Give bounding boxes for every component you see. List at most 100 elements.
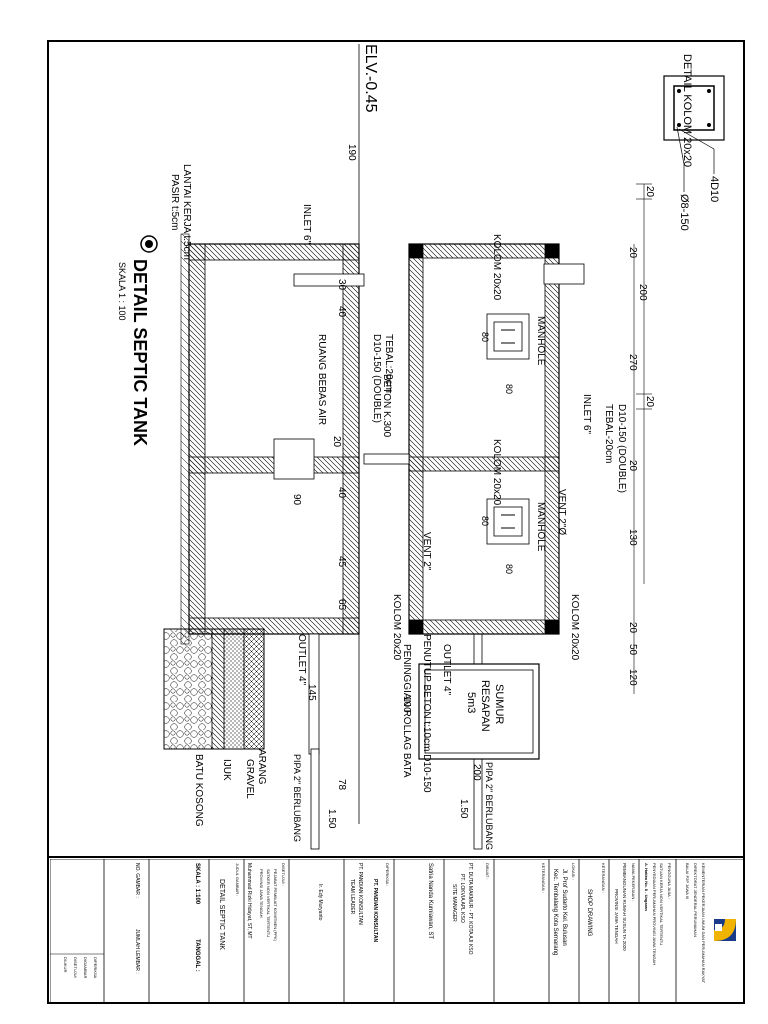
batu-label: BATU KOSONG xyxy=(193,754,204,827)
dim-section-40-b: 40 xyxy=(336,487,347,499)
check-1-label: DIPERIKSA xyxy=(93,957,98,979)
org-line-2: DIREKTORAT JENDERAL PERUMAHAN xyxy=(693,863,698,937)
title-block-divider xyxy=(47,856,745,858)
pengawas-line-1: PT. PANDIAN KONSULTAN xyxy=(357,863,363,925)
dim-plan-270: 270 xyxy=(627,354,638,371)
dim-manhole-80-c: 80 xyxy=(480,516,490,526)
sumur-line-3: 5m3 xyxy=(465,692,477,713)
no-gambar-label: NO. GAMBAR : xyxy=(134,863,140,898)
sumur-line-1: SUMUR xyxy=(493,684,505,724)
kontraktor-line-2: PT. LOKVIA APL KSO xyxy=(459,874,465,923)
lokasi-label: LOKASI : xyxy=(571,863,576,880)
dim-manhole-80-a: 80 xyxy=(480,332,490,342)
penutup-label: PENUTUP BETON t:10cm D10-150 xyxy=(421,634,432,793)
vent-section-label: VENT 2" xyxy=(421,532,432,571)
inlet-section-label: INLET 6" xyxy=(301,204,312,244)
ket-value: SHOP DRAWING xyxy=(586,889,592,937)
check-3-label: DISETUJUI xyxy=(73,957,78,978)
check-2-label: DIGAMBAR xyxy=(83,957,88,978)
site-manager-label: SITE MANAGER xyxy=(451,884,457,922)
detail-kolom: DETAIL KOLOM 20x20 4D10 Ø8-150 xyxy=(663,54,725,231)
elevation-label: ELV.-0.45 xyxy=(362,44,379,113)
arang-label: ARANG xyxy=(256,749,267,785)
diperiksa-label: DIPERIKSA : xyxy=(385,863,390,886)
pipa-plan-length: 1.50 xyxy=(458,799,469,819)
dim-section-20: 20 xyxy=(331,436,342,448)
pipa-plan-label: PIPA 2" BERLUBANG xyxy=(484,762,494,850)
ppk-line-3: PROVINSI JAWA TENGAH xyxy=(259,869,264,918)
skala-label: SKALA : 1:100 xyxy=(194,863,200,905)
org-line-1: KEMENTERIAN PEKERJAAN UMUM DAN PERUMAHAN… xyxy=(701,863,706,984)
peninggian-label: PENINGGIAN ROLLAG BATA xyxy=(401,644,412,778)
dim-plan-130: 130 xyxy=(627,529,638,546)
dibuat-label: DIBUAT : xyxy=(485,863,490,880)
section-title-text: DETAIL SEPTIC TANK xyxy=(130,259,150,446)
plan-top-dimensions: 20 200 20 xyxy=(636,183,655,584)
pengawas-line-2: TEAM LEADER xyxy=(349,879,355,915)
dim-section-45: 45 xyxy=(336,556,347,568)
drawing-area: DETAIL KOLOM 20x20 4D10 Ø8-150 20 200 20… xyxy=(117,44,725,850)
judul-value: DETAIL SEPTIC TANK xyxy=(218,879,225,950)
kolom-br-label: KOLOM 20x20 xyxy=(569,594,580,661)
dim-sumur-100: 100 xyxy=(401,696,412,713)
dim-section-30: 30 xyxy=(336,279,347,291)
dim-manhole-80-d: 80 xyxy=(504,564,514,574)
ppk-line-1: PEJABAT PEMBUAT KOMITMEN (PPK) xyxy=(273,869,278,942)
pipa-section-label: PIPA 2" BERLUBANG xyxy=(292,754,302,842)
sumur-resapan-plan: SUMUR RESAPAN 5m3 100 200 PIPA 2" BERLUB… xyxy=(401,634,540,850)
tank-plan xyxy=(408,243,585,635)
pipa-section-length: 1.50 xyxy=(326,809,337,829)
dim-manhole-80-b: 80 xyxy=(504,384,514,394)
gravel-label: GRAVEL xyxy=(244,759,255,799)
beton-label: BETON K.300 xyxy=(381,374,392,438)
manhole-1-label: MANHOLE xyxy=(535,316,546,366)
ket-label: KETERANGAN : xyxy=(601,863,606,893)
pekerjaan-line-1: PEMBANGUNAN RUMAH SUSUN TA 2020 xyxy=(622,863,627,951)
dim-plan-50: 50 xyxy=(627,644,638,656)
dim-section-78: 78 xyxy=(336,779,347,791)
inlet-plan-label: INLET 6" xyxy=(581,394,592,434)
pekerjaan-label: NAMA PEKERJAAN : xyxy=(631,863,636,901)
outlet-section-label: OUTLET 4" xyxy=(296,634,307,686)
dim-section-90: 90 xyxy=(291,494,302,506)
pengguna-line-1: SATUAN KERJA NON VERTIKAL TERTENTU xyxy=(659,863,664,945)
ijuk-label: IJUK xyxy=(221,759,232,781)
kolom-tl-label: KOLOM 20x20 xyxy=(491,234,502,301)
wall-spec-2-label: TEBAL-20cm xyxy=(603,404,614,463)
dim-plan-20-d: 20 xyxy=(627,460,638,472)
dim-section-40-a: 40 xyxy=(336,306,347,318)
pasir-label: PASIR t:5cm xyxy=(169,174,180,231)
dim-plan-120: 120 xyxy=(627,669,638,686)
dim-plan-20-a: 20 xyxy=(644,186,655,198)
tank-section xyxy=(180,233,410,755)
section-wall-spec-2: TEBAL:20cm xyxy=(383,334,394,393)
detail-kolom-title: DETAIL KOLOM 20x20 xyxy=(681,54,693,167)
dim-plan-20-b: 20 xyxy=(644,396,655,408)
lokasi-line-1: Jl. Prof Sudarto Kel. Bulusan xyxy=(561,869,567,946)
title-block: KEMENTERIAN PEKERJAAN UMUM DAN PERUMAHAN… xyxy=(50,859,744,1003)
tanggal-label: TANGGAL : xyxy=(194,939,200,972)
pengguna-line-2: PENYEDIAAN PERUMAHAN PROVINSI JAWA TENGA… xyxy=(652,863,657,965)
team-leader-name: Ir. Edy Muryanto xyxy=(317,884,323,921)
ppk-name: Muhammad Rizki Hidayat, ST, MT xyxy=(246,863,252,939)
lantai-kerja-label: LANTAI KERJA t:5cm xyxy=(181,164,192,260)
dim-section-145: 145 xyxy=(306,684,317,701)
kolom-bl-label: KOLOM 20x20 xyxy=(391,594,402,661)
section-wall-spec-1: D10-150 (DOUBLE) xyxy=(371,334,382,423)
wall-spec-1-label: D10-150 (DOUBLE) xyxy=(616,404,627,493)
disetujui-label: DISETUJUI : xyxy=(281,863,286,886)
dim-sumur-200: 200 xyxy=(471,764,482,781)
site-manager-name: Satria Nanda Kurniawan, ST xyxy=(427,863,433,939)
ruang-bebas-label: RUANG BEBAS AIR xyxy=(316,334,327,425)
pekerjaan-line-2: PROVINSI JAWA TENGAH xyxy=(614,889,619,944)
manhole-2-label: MANHOLE xyxy=(535,502,546,552)
dim-plan-20-e: 20 xyxy=(627,622,638,634)
pengguna-label: PENGGUNA JASA : xyxy=(667,863,672,899)
vent-plan-label: VENT 2"Ø xyxy=(556,489,567,535)
ppk-line-2: SATKER NON VERTIKAL TERTENTU xyxy=(266,869,271,937)
sumur-resapan-section xyxy=(163,628,320,850)
section-title: DETAIL SEPTIC TANK SKALA 1 : 100 xyxy=(117,235,158,446)
lokasi-line-2: Kec. Tembalang Kota Semarang xyxy=(552,869,558,955)
org-line-3: BALAI P2P JAWA III xyxy=(685,863,690,899)
dim-section-190: 190 xyxy=(346,144,357,161)
